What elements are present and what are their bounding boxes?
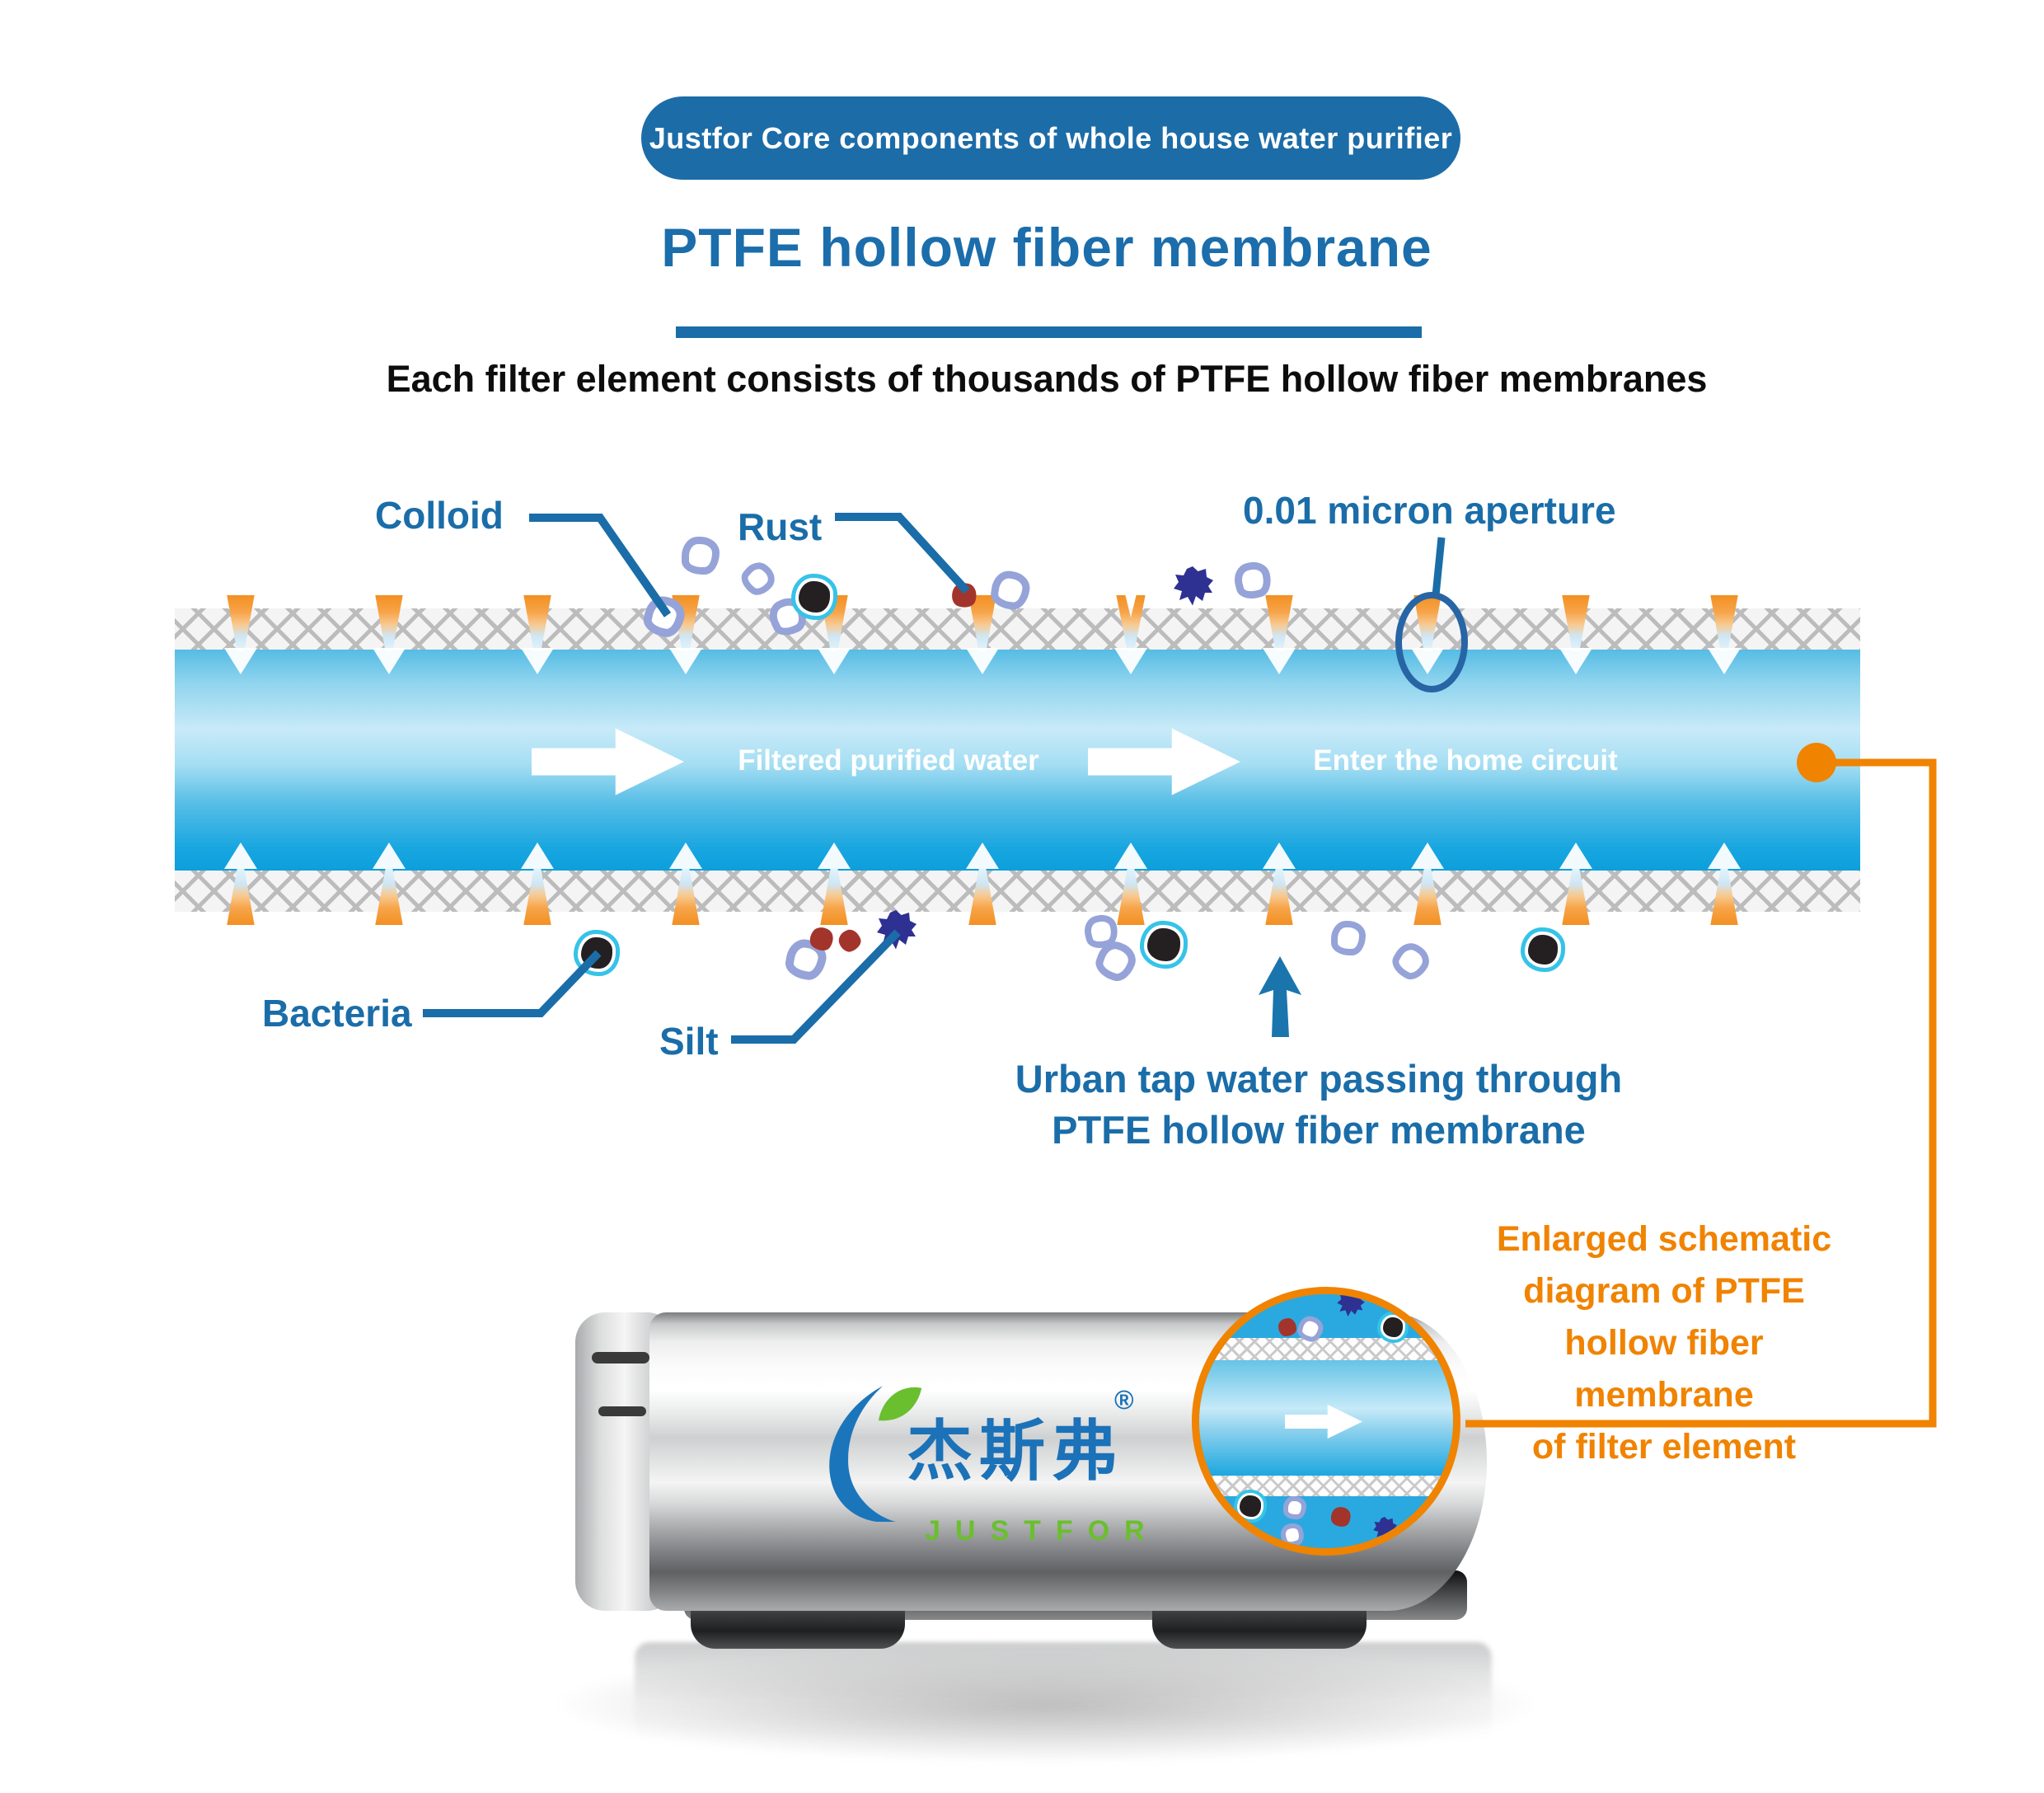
magnifier-top-membrane [1199,1338,1453,1360]
enlarged-caption-line: of filter element [1531,1427,1797,1467]
rust-particle [1278,1318,1296,1336]
bacteria-particle [578,934,616,972]
bacteria-particle [1144,925,1184,965]
bacteria-particle [1381,1315,1405,1340]
product-logo-justfor: JUSTFOR [925,1515,1160,1547]
colloid-particle [1387,937,1435,985]
product-reflection [635,1642,1492,1741]
urban-caption-line2: PTFE hollow fiber membrane [1052,1108,1586,1152]
membrane-bottom-hatch [175,871,1860,912]
magnifier-circle [1192,1287,1460,1556]
silt-particle [1334,1288,1366,1320]
bacteria-particle [1525,932,1561,968]
bacteria-particle [795,578,833,616]
rust-pointer-line [835,513,970,594]
up-arrow-icon [1259,956,1301,1037]
colloid-particle [1295,1313,1326,1345]
label-bacteria: Bacteria [262,992,412,1035]
rust-particle [836,927,864,955]
banner-label: Justfor Core components of whole house w… [649,120,1453,155]
label-colloid: Colloid [375,494,504,537]
membrane-top-hatch [175,608,1860,650]
label-rust: Rust [738,505,823,548]
silt-particle [1174,566,1213,606]
header-banner-pill: Justfor Core components of whole house w… [641,96,1460,180]
colloid-particle [1283,1496,1306,1519]
product-floor-shadow [560,1647,1533,1762]
colloid-particle [736,556,781,601]
urban-caption: Urban tap water passing through PTFE hol… [956,1054,1681,1156]
end-cap-vent [598,1406,646,1416]
colloid-particle [1331,921,1366,955]
enlarged-caption-line: hollow fiber membrane [1564,1323,1764,1415]
bacteria-particle [1237,1493,1263,1519]
aperture-pointer-line [1432,537,1446,596]
silt-particle [1373,1517,1397,1541]
bacteria-pointer-line [423,950,602,1017]
label-aperture: 0.01 micron aperture [1243,489,1616,532]
registered-mark: ® [1114,1385,1134,1415]
tube-text-filtered: Filtered purified water [738,744,1039,777]
enlarged-caption-line: Enlarged schematic [1496,1219,1832,1259]
tube-text-enter: Enter the home circuit [1313,744,1618,777]
silt-particle [877,910,917,950]
title-divider [676,326,1422,338]
colloid-particle [989,569,1032,612]
subtitle: Each filter element consists of thousand… [386,358,1708,400]
product-logo-chinese: 杰斯弗 [907,1415,1124,1488]
colloid-particle [1278,1520,1307,1548]
magnifier-top-water [1199,1294,1453,1338]
enlarged-caption: Enlarged schematic diagram of PTFE hollo… [1474,1213,1854,1473]
end-cap-vent [592,1352,649,1364]
enlarged-caption-line: diagram of PTFE [1523,1271,1805,1311]
colloid-particle [682,537,720,575]
urban-caption-line1: Urban tap water passing through [1015,1057,1623,1101]
label-silt: Silt [659,1020,719,1063]
rust-particle [1327,1503,1355,1531]
magnifier-bottom-membrane [1199,1476,1453,1496]
page-title: PTFE hollow fiber membrane [661,217,1432,278]
